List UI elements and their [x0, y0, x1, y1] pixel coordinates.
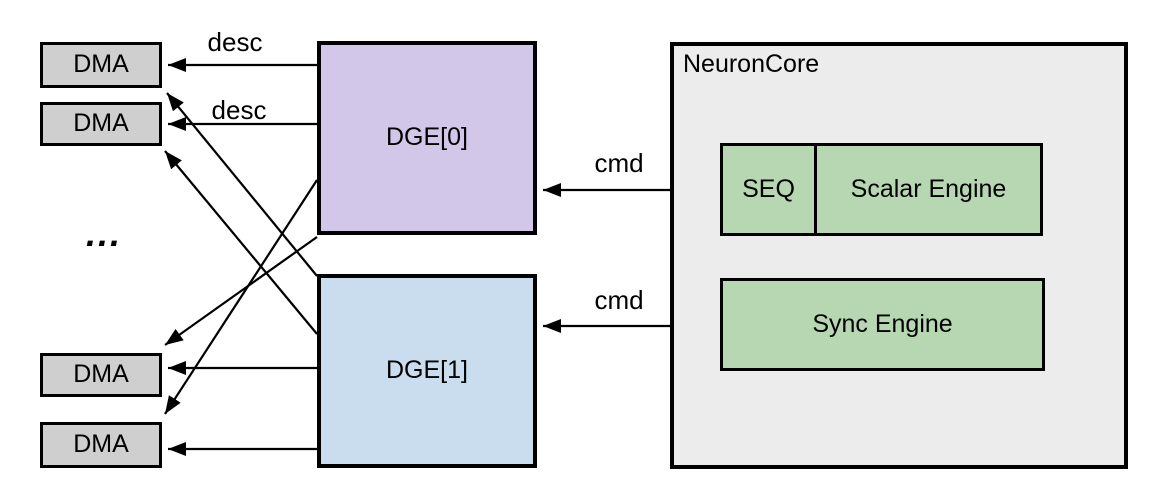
seq-box: SEQ	[723, 146, 817, 233]
dma-box-1-label: DMA	[73, 109, 129, 138]
cmd-label-0: cmd	[594, 148, 644, 178]
dge0-box: DGE[0]	[317, 41, 537, 235]
dma-box-0: DMA	[40, 42, 162, 88]
dge1-dma1-diagonal-arrow	[164, 150, 318, 335]
sync-engine-label: Sync Engine	[812, 310, 953, 338]
dma-box-2: DMA	[40, 353, 162, 397]
seq-scalar-engine-box: SEQ Scalar Engine	[720, 143, 1043, 236]
dge0-box-label: DGE[0]	[386, 123, 468, 152]
dge0-dma3-diagonal-arrow	[164, 179, 318, 415]
dma-box-2-label: DMA	[73, 360, 129, 389]
sync-engine-box: Sync Engine	[720, 278, 1045, 371]
desc-label-0: desc	[207, 27, 263, 57]
scalar-engine-box: Scalar Engine	[817, 146, 1040, 233]
dma-box-0-label: DMA	[73, 50, 129, 79]
neuroncore-title: NeuronCore	[683, 50, 820, 78]
neuroncore-container: NeuronCore SEQ Scalar Engine Sync Engine	[670, 42, 1128, 469]
dge1-box-label: DGE[1]	[386, 356, 468, 385]
dma-box-3: DMA	[40, 422, 162, 468]
dma-box-1: DMA	[40, 102, 162, 146]
dma-box-3-label: DMA	[73, 430, 129, 459]
seq-label: SEQ	[742, 175, 795, 203]
cmd-label-1: cmd	[594, 285, 644, 315]
ellipsis-label: ...	[85, 213, 122, 254]
dge1-box: DGE[1]	[317, 274, 537, 468]
scalar-engine-label: Scalar Engine	[850, 175, 1007, 203]
desc-label-1: desc	[211, 95, 267, 125]
dge0-dma2-diagonal-arrow	[164, 236, 318, 346]
